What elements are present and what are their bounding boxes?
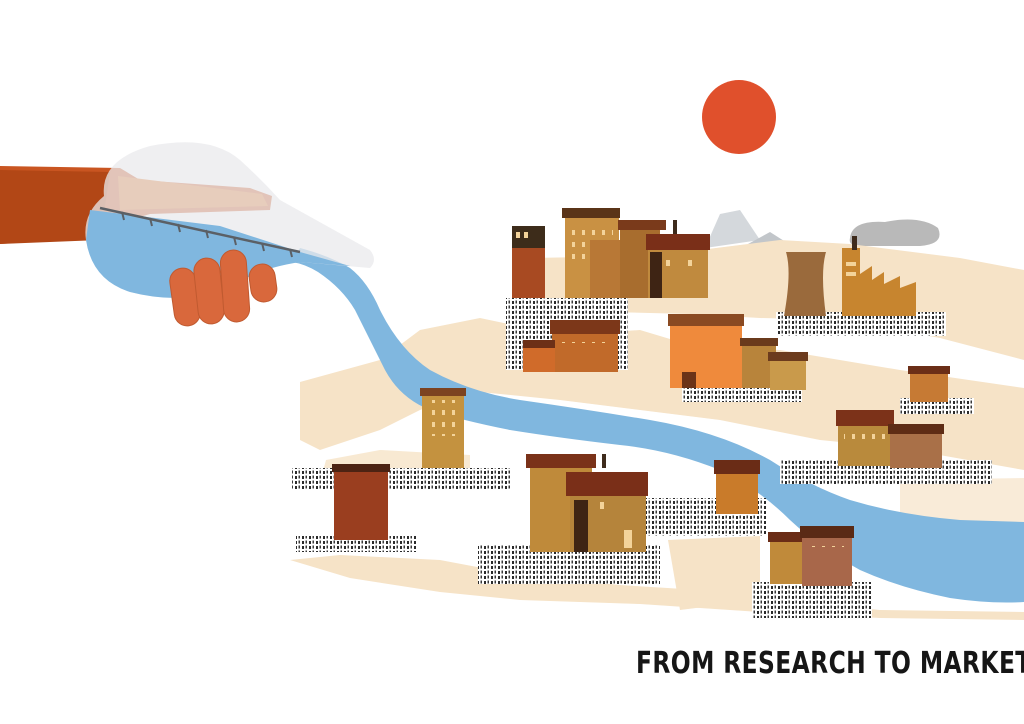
building-icon bbox=[332, 464, 390, 540]
caption-title: FROM RESEARCH TO MARKET bbox=[636, 646, 1024, 681]
factory-icon bbox=[842, 236, 916, 316]
building-icon bbox=[668, 314, 744, 388]
beaker-icon bbox=[85, 142, 374, 299]
sun-icon bbox=[702, 80, 776, 154]
building-icon bbox=[420, 388, 466, 468]
building-icon bbox=[740, 338, 808, 390]
building-icon bbox=[512, 226, 545, 298]
building-icon bbox=[523, 320, 620, 372]
cloud-icon bbox=[849, 219, 940, 246]
cooling-tower-icon bbox=[784, 252, 826, 316]
hand-icon bbox=[169, 249, 278, 327]
building-icon bbox=[908, 366, 950, 402]
building-icon bbox=[646, 234, 710, 298]
building-icon bbox=[562, 208, 620, 298]
building-icon bbox=[768, 526, 854, 586]
building-icon bbox=[566, 472, 648, 552]
river-icon bbox=[292, 248, 1024, 603]
building-icon bbox=[714, 460, 760, 514]
building-icon bbox=[836, 410, 944, 468]
